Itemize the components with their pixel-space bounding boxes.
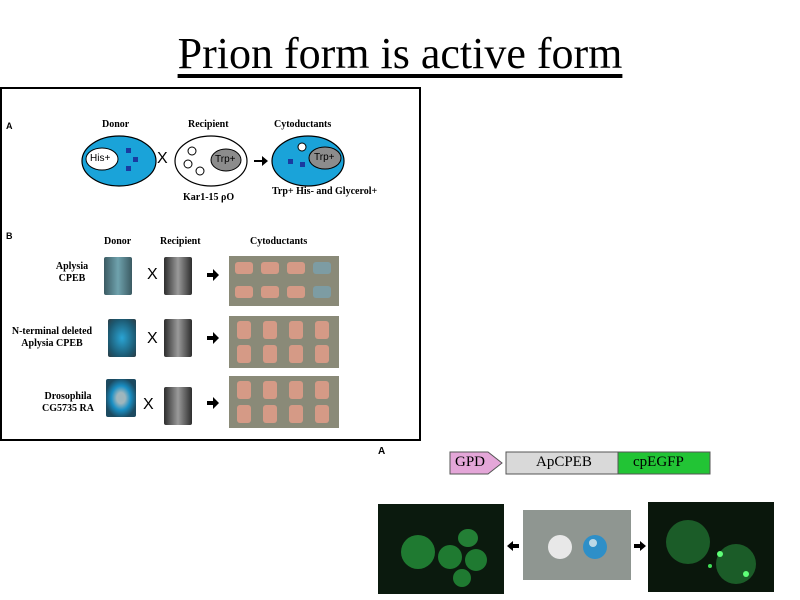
page-title: Prion form is active form	[177, 29, 623, 78]
construct-cpegfp: cpEGFP	[633, 454, 684, 470]
cross-symbol-1: X	[147, 266, 158, 283]
construct-apcpeb: ApCPEB	[536, 454, 592, 470]
row-label-n-terminal: N-terminal deleted Aplysia CPEB	[11, 326, 93, 349]
bottom-panel-letter: A	[378, 446, 386, 457]
trp-plus-label-cytoductant: Trp+	[314, 152, 335, 163]
cytoductant-grid-1	[229, 256, 339, 306]
header-cytoductants: Cytoductants	[250, 236, 308, 247]
arrow-right-icon	[634, 541, 646, 551]
recipient-label: Recipient	[188, 119, 229, 130]
cross-symbol-3: X	[143, 396, 154, 413]
recipient-colony-2	[164, 319, 192, 357]
panel-b-letter: B	[6, 231, 13, 241]
fluorescence-image-left	[378, 504, 504, 594]
arrow-icon	[207, 332, 219, 344]
donor-colony-3	[106, 379, 136, 417]
trp-plus-label: Trp+	[215, 154, 236, 165]
recipient-strain: Kar1-15 ρO	[183, 192, 235, 203]
cross-symbol: X	[157, 150, 168, 167]
construct-gpd: GPD	[455, 454, 486, 470]
donor-label: Donor	[102, 119, 130, 130]
cell-diagram	[81, 135, 345, 187]
cytoductant-grid-2	[229, 316, 339, 368]
arrow-left-icon	[507, 541, 519, 551]
arrow-icon	[207, 397, 219, 409]
cytoduction-figure: A Donor Recipient Cytoductants His+ X Tr…	[0, 87, 421, 441]
construct-diagram	[449, 451, 711, 475]
his-plus-label: His+	[90, 153, 111, 164]
donor-colony-1	[104, 257, 132, 295]
recipient-colony-1	[164, 257, 192, 295]
donor-colony-2	[108, 319, 136, 357]
fluorescence-image-right	[648, 502, 774, 592]
recipient-colony-3	[164, 387, 192, 425]
cytoductants-label: Cytoductants	[274, 119, 332, 130]
arrow-icon	[207, 269, 219, 281]
cytoductant-grid-3	[229, 376, 339, 428]
cross-symbol-2: X	[147, 330, 158, 347]
header-donor: Donor	[104, 236, 132, 247]
plate-image	[523, 510, 631, 580]
row-label-aplysia: Aplysia CPEB	[55, 261, 89, 284]
panel-a-letter: A	[6, 121, 13, 131]
cytoductant-phenotype: Trp+ His- and Glycerol+	[272, 186, 378, 197]
row-label-drosophila: Drosophila CG5735 RA	[42, 391, 94, 414]
header-recipient: Recipient	[160, 236, 201, 247]
